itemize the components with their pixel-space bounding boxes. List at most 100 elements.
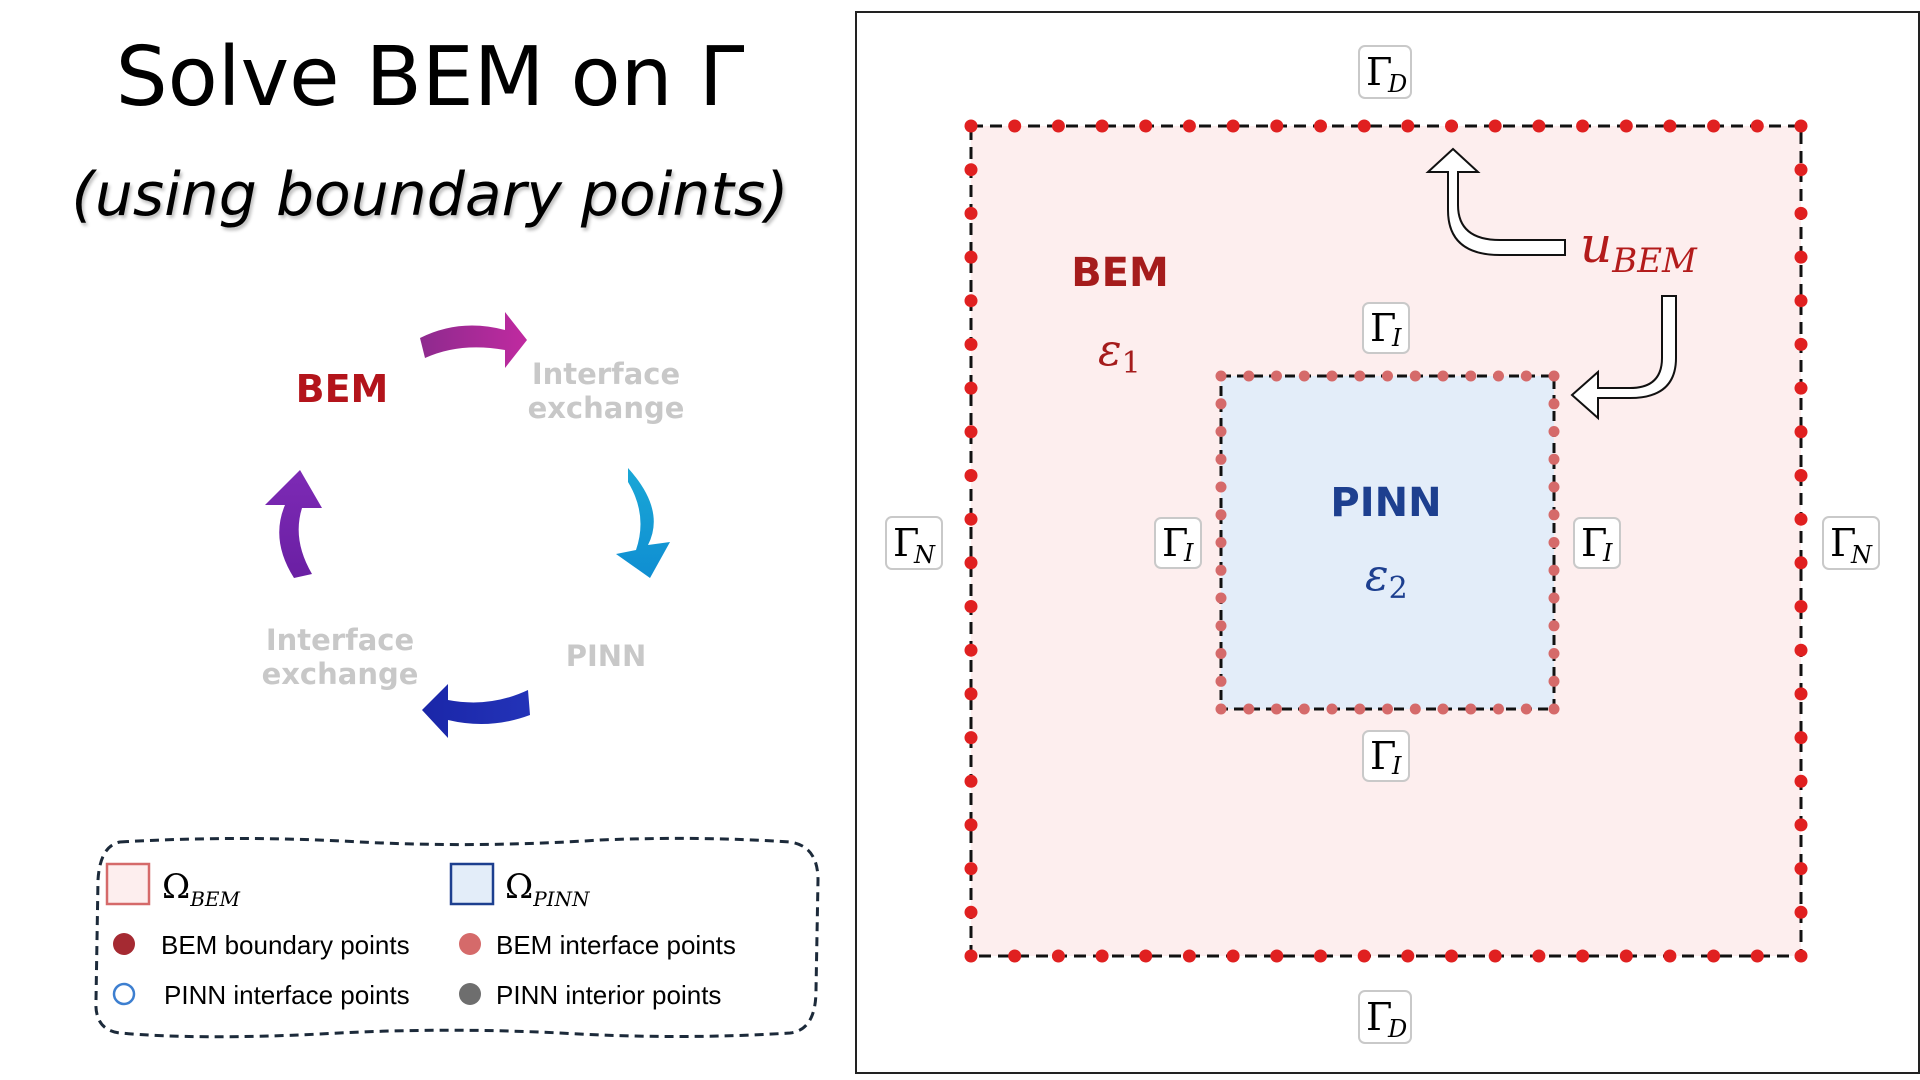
bem-boundary-point bbox=[964, 905, 978, 919]
u-bem-label: uBEM bbox=[1580, 216, 1698, 281]
bem-boundary-point bbox=[1794, 469, 1808, 482]
legend-marker-bem-boundary bbox=[113, 933, 135, 955]
gamma-i-right-sub: I bbox=[1602, 539, 1613, 567]
bem-boundary-point bbox=[1794, 425, 1808, 439]
bem-interface-point bbox=[1243, 703, 1255, 715]
bem-boundary-point bbox=[1707, 949, 1721, 963]
gamma-n-right-sub: N bbox=[1850, 541, 1873, 569]
bem-boundary-point bbox=[964, 512, 978, 526]
bem-interface-point bbox=[1215, 703, 1227, 715]
legend-label-pinn-interior: PINN interior points bbox=[496, 980, 721, 1010]
bem-boundary-point bbox=[1794, 731, 1808, 745]
bem-boundary-point bbox=[964, 774, 978, 788]
bem-boundary-point bbox=[1139, 119, 1153, 133]
bem-boundary-point bbox=[1794, 250, 1808, 264]
gamma-n-left-sub: N bbox=[913, 541, 936, 569]
bem-boundary-point bbox=[964, 949, 978, 963]
page-title: Solve BEM on Γ bbox=[115, 30, 745, 125]
bem-interface-point bbox=[1548, 620, 1560, 632]
bem-boundary-point bbox=[1794, 949, 1808, 963]
gamma-i-bottom-box bbox=[1362, 730, 1410, 782]
cycle-arrow-top bbox=[420, 312, 527, 368]
bem-boundary-point bbox=[1794, 862, 1808, 876]
bem-interface-point bbox=[1437, 703, 1449, 715]
bem-boundary-point bbox=[964, 818, 978, 832]
gamma-i-left: Γ I bbox=[1154, 517, 1202, 569]
bem-interface-point bbox=[1326, 703, 1338, 715]
bem-interface-point bbox=[1548, 675, 1560, 687]
bem-boundary-point bbox=[1794, 381, 1808, 395]
bem-boundary-point bbox=[1794, 600, 1808, 613]
bem-boundary-point bbox=[1532, 949, 1546, 963]
bem-boundary-point bbox=[1794, 119, 1808, 133]
bem-boundary-point bbox=[1008, 949, 1022, 963]
bem-boundary-point bbox=[1357, 119, 1371, 133]
legend-marker-bem-interface bbox=[459, 933, 481, 955]
bem-boundary-point bbox=[1794, 818, 1808, 832]
gamma-d-top-symbol: Γ bbox=[1366, 50, 1392, 94]
bem-boundary-point bbox=[1707, 119, 1721, 133]
cycle-arrow-bottom bbox=[422, 684, 530, 738]
gamma-i-top-sub: I bbox=[1391, 324, 1402, 352]
legend-label-bem-boundary: BEM boundary points bbox=[161, 930, 410, 960]
bem-boundary-point bbox=[1139, 949, 1153, 963]
bem-boundary-point bbox=[964, 600, 978, 613]
bem-boundary-point bbox=[964, 294, 978, 308]
bem-interface-point bbox=[1548, 398, 1560, 410]
bem-boundary-point bbox=[1314, 949, 1327, 963]
bem-interface-point bbox=[1271, 703, 1282, 715]
bem-interface-point bbox=[1298, 703, 1310, 715]
bem-interface-point bbox=[1215, 398, 1227, 410]
gamma-i-left-box bbox=[1154, 517, 1202, 569]
gamma-n-left-box bbox=[885, 516, 943, 570]
bem-interface-point bbox=[1493, 370, 1504, 382]
gamma-i-top: Γ I bbox=[1362, 302, 1410, 354]
legend-omega-pinn: ΩPINN bbox=[505, 867, 591, 911]
bem-boundary-point bbox=[1314, 119, 1327, 133]
bem-boundary-point bbox=[1794, 163, 1808, 177]
bem-interface-point bbox=[1215, 370, 1227, 382]
bem-interface-point bbox=[1548, 509, 1560, 521]
bem-boundary-point bbox=[1488, 119, 1502, 133]
bem-interface-point bbox=[1215, 620, 1227, 632]
bem-boundary-point bbox=[964, 250, 978, 264]
gamma-n-right-box bbox=[1822, 516, 1880, 570]
bem-boundary-point bbox=[1750, 949, 1764, 963]
bem-boundary-point bbox=[1226, 949, 1240, 963]
bem-boundary-point bbox=[1750, 119, 1764, 133]
bem-boundary-point bbox=[1270, 949, 1284, 963]
bem-boundary-point bbox=[964, 687, 978, 701]
legend-border bbox=[94, 836, 820, 1039]
bem-interface-point bbox=[1465, 703, 1477, 715]
gamma-i-right: Γ I bbox=[1573, 517, 1621, 569]
bem-interface-point bbox=[1215, 481, 1227, 493]
bem-interface-point bbox=[1548, 453, 1560, 465]
gamma-i-right-box bbox=[1573, 517, 1621, 569]
bem-boundary-point bbox=[1794, 512, 1808, 526]
bem-boundary-point bbox=[964, 556, 978, 570]
bem-boundary-point bbox=[964, 643, 978, 657]
legend-swatch-omega-pinn bbox=[449, 862, 495, 906]
bem-boundary-point bbox=[1794, 206, 1808, 220]
bem-boundary-point bbox=[1445, 119, 1458, 133]
bem-boundary-point bbox=[1794, 643, 1808, 657]
pinn-region-label: PINN bbox=[1330, 480, 1441, 526]
legend-swatch-omega-bem bbox=[105, 862, 151, 906]
legend-marker-pinn-interface bbox=[112, 982, 136, 1006]
bem-boundary-point bbox=[1095, 119, 1109, 133]
gamma-i-top-symbol: Γ bbox=[1370, 306, 1396, 350]
bem-boundary-point bbox=[1182, 949, 1196, 963]
bem-boundary-point bbox=[964, 862, 978, 876]
bem-interface-point bbox=[1215, 509, 1227, 521]
bem-interface-point bbox=[1409, 370, 1421, 382]
gamma-i-right-symbol: Γ bbox=[1581, 521, 1607, 565]
bem-interface-point bbox=[1215, 564, 1227, 576]
gamma-d-bottom-sub: D bbox=[1387, 1015, 1407, 1043]
bem-interface-point bbox=[1548, 537, 1560, 548]
bem-interface-point bbox=[1548, 564, 1560, 576]
legend-marker-pinn-interior bbox=[459, 983, 481, 1005]
bem-boundary-point bbox=[1663, 949, 1677, 963]
gamma-n-left-symbol: Γ bbox=[893, 521, 919, 565]
cycle-label-interface-bottom-1: Interface bbox=[266, 623, 414, 657]
